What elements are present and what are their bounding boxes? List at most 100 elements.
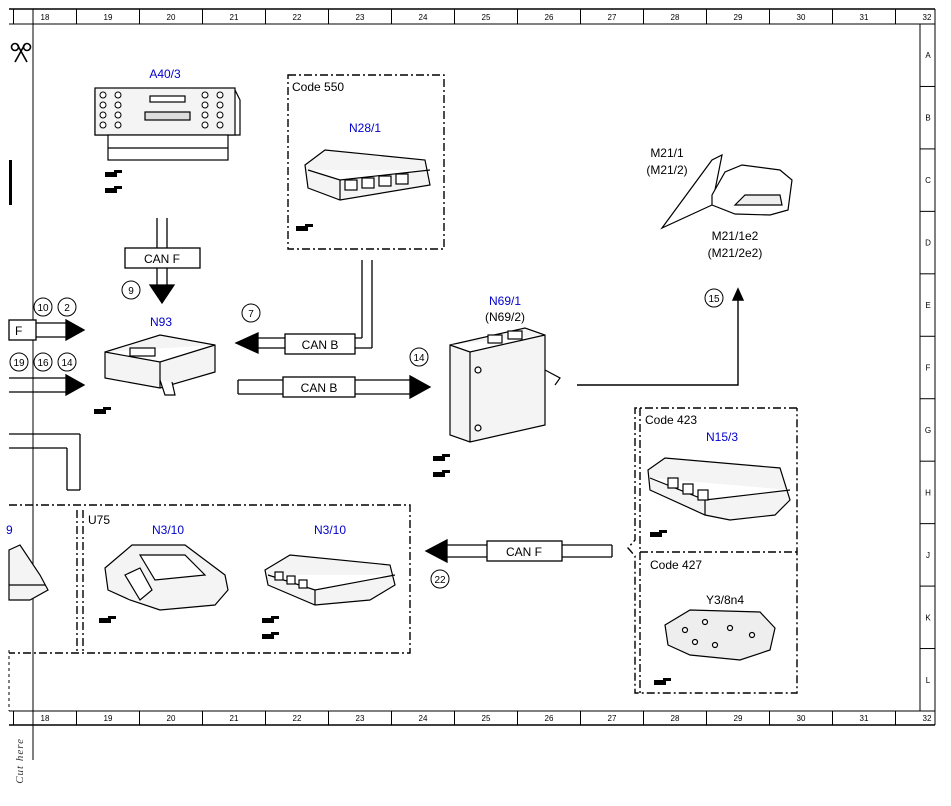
ruler-number: 25 xyxy=(482,714,491,723)
circle-15: 15 xyxy=(708,294,720,305)
code-423-427-box xyxy=(627,407,798,694)
radio-button-dot xyxy=(201,101,209,109)
ref-circles xyxy=(9,280,724,589)
n69-1-module xyxy=(449,327,561,443)
scissors-icon xyxy=(10,42,32,63)
ruler-number: 19 xyxy=(104,13,113,22)
radio-button-dot xyxy=(99,121,107,129)
u75-label: U75 xyxy=(88,513,110,527)
hand-icon xyxy=(433,470,450,477)
ruler-letter: F xyxy=(926,364,931,373)
n69-to-mirror-line xyxy=(577,287,745,386)
hand-icon xyxy=(94,407,111,414)
ruler-number: 24 xyxy=(419,13,428,22)
hand-icon xyxy=(296,224,313,231)
f-input-bus xyxy=(8,318,86,342)
circle-10: 10 xyxy=(37,303,49,314)
ruler-number: 30 xyxy=(797,13,806,22)
hand-icon xyxy=(654,678,671,685)
ruler-number: 29 xyxy=(734,714,743,723)
y3-8n4-plate xyxy=(664,609,776,661)
f-input-label: F xyxy=(15,324,22,338)
ruler-number: 32 xyxy=(923,714,932,723)
can-b-lower-label: CAN B xyxy=(301,381,338,395)
radio-button-dot xyxy=(99,111,107,119)
ruler-number: 27 xyxy=(608,13,617,22)
circle-14-left: 14 xyxy=(61,358,73,369)
radio-button-dot xyxy=(201,121,209,129)
radio-button-dot xyxy=(99,101,107,109)
a40-3-buttons xyxy=(99,91,224,129)
radio-button-dot xyxy=(114,121,122,129)
can-f-top-label: CAN F xyxy=(144,252,180,266)
code-550-box xyxy=(287,74,445,250)
code-550-label: Code 550 xyxy=(292,80,344,94)
label-a40-3: A40/3 xyxy=(149,67,181,81)
label-n3-10-b: N3/10 xyxy=(314,523,346,537)
hand-icon xyxy=(262,632,279,639)
ruler-number: 28 xyxy=(671,13,680,22)
radio-button-dot xyxy=(99,91,107,99)
can-f-top-bus xyxy=(124,218,201,305)
can-f-bottom-bus xyxy=(424,538,613,564)
can-b-upper-bus xyxy=(234,260,373,355)
radio-button-dot xyxy=(114,91,122,99)
code-423-label: Code 423 xyxy=(645,413,697,427)
ruler-number: 25 xyxy=(482,13,491,22)
ruler-number: 19 xyxy=(104,714,113,723)
ruler-letter: H xyxy=(925,488,931,497)
ruler-number: 28 xyxy=(671,714,680,723)
radio-button-dot xyxy=(201,111,209,119)
can-f-bottom-label: CAN F xyxy=(506,545,542,559)
code-427-label: Code 427 xyxy=(650,558,702,572)
circle-14-right: 14 xyxy=(413,353,425,364)
circle-22: 22 xyxy=(434,575,446,586)
ruler-letter: B xyxy=(925,114,930,123)
radio-button-dot xyxy=(216,121,224,129)
hand-icon xyxy=(99,616,116,623)
cut-here-label: Cut here xyxy=(14,738,26,784)
label-n93: N93 xyxy=(150,315,172,329)
label-m21-1e2: M21/1e2 xyxy=(712,229,759,243)
margin-marker xyxy=(9,160,12,205)
mirror-icon xyxy=(660,153,793,230)
ruler-number: 20 xyxy=(167,714,176,723)
cut-left-module xyxy=(8,544,49,601)
multi-input-bus xyxy=(9,373,86,397)
ref-circle-texts: 9 10 2 7 19 16 14 14 15 22 xyxy=(13,286,720,586)
circle-16: 16 xyxy=(37,358,49,369)
ruler-letter: A xyxy=(925,51,931,60)
ruler-number: 26 xyxy=(545,13,554,22)
label-n69-2: (N69/2) xyxy=(485,310,525,324)
label-y3-8n4: Y3/8n4 xyxy=(706,593,744,607)
label-m21-1: M21/1 xyxy=(650,146,684,160)
hand-icon xyxy=(262,616,279,623)
ruler-number: 24 xyxy=(419,714,428,723)
label-n3-10-a: N3/10 xyxy=(152,523,184,537)
u75-box xyxy=(9,504,411,654)
n3-10-a-module xyxy=(104,544,229,611)
hand-icon xyxy=(650,530,667,537)
ruler-number: 31 xyxy=(860,714,869,723)
ruler-number: 21 xyxy=(230,714,239,723)
ruler-letter: K xyxy=(925,613,931,622)
label-n28-1: N28/1 xyxy=(349,121,381,135)
ruler-letter: L xyxy=(926,676,931,685)
circle-19: 19 xyxy=(13,358,25,369)
ruler-number: 29 xyxy=(734,13,743,22)
radio-button-dot xyxy=(216,91,224,99)
n93-module xyxy=(104,334,216,396)
radio-button-dot xyxy=(216,111,224,119)
ruler-ticks xyxy=(13,9,935,725)
ruler-letter: C xyxy=(925,176,931,185)
ruler-letter: G xyxy=(925,426,931,435)
ruler-letter: J xyxy=(926,551,930,560)
ruler-number: 22 xyxy=(293,714,302,723)
ruler-number: 21 xyxy=(230,13,239,22)
label-m21-2e2: (M21/2e2) xyxy=(708,246,763,260)
hand-icon xyxy=(105,186,122,193)
